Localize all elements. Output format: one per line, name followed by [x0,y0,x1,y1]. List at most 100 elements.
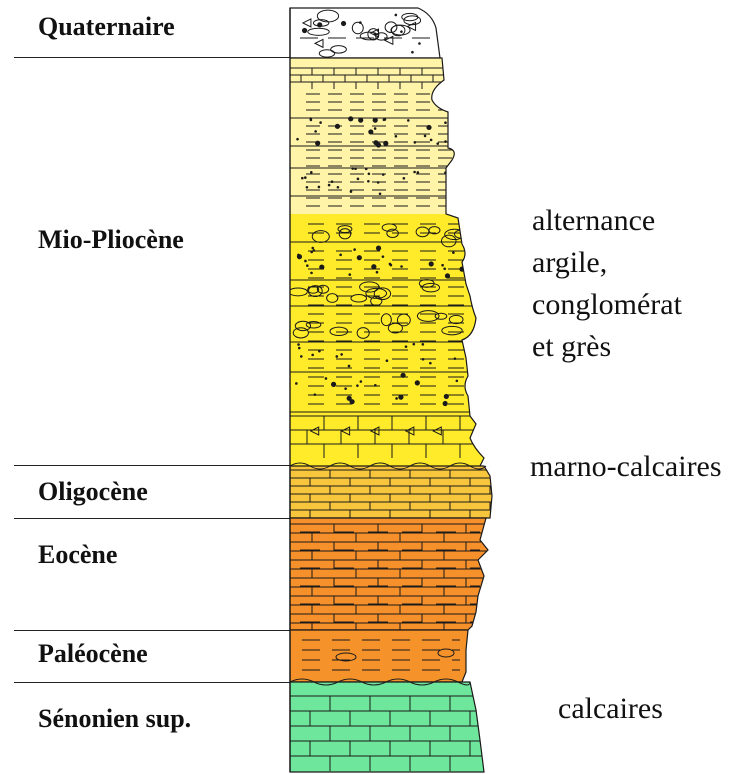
sand-grain [444,140,447,143]
sand-grain [383,141,388,146]
eocene-layer [290,518,488,630]
sand-grain [295,382,298,385]
sand-grain [318,186,321,189]
sand-grain [374,384,377,387]
sand-grain [350,190,353,193]
sand-grain [300,355,303,358]
sand-grain [472,30,477,35]
sand-grain [400,373,405,378]
sand-grain [348,273,351,276]
sand-grain [429,362,432,365]
sand-grain [311,354,314,357]
sand-grain [314,393,317,396]
sand-grain [348,365,351,368]
sand-grain [335,124,340,129]
sand-grain [454,357,457,360]
sand-grain [448,41,453,46]
sand-grain [400,30,403,33]
sand-grain [310,119,313,122]
sand-grain [296,138,299,141]
sand-grain [313,249,316,252]
sand-grain [444,394,449,399]
sand-grain [368,173,371,176]
sand-grain [395,397,398,400]
sand-grain [452,251,455,254]
sand-grain [467,180,470,183]
sand-grain [298,347,301,350]
sand-grain [473,376,476,379]
sand-grain [339,254,342,257]
sand-grain [379,192,382,195]
sand-grain [304,260,307,263]
sand-grain [348,116,353,121]
sand-grain [310,251,313,254]
sand-grain [443,268,446,271]
sand-grain [306,186,309,189]
sand-grain [472,133,477,138]
sand-grain [301,177,304,180]
sand-grain [357,178,360,181]
sand-grain [314,130,317,133]
sand-grain [382,255,385,258]
sand-grain [395,14,398,17]
sand-grain [456,380,459,383]
sand-grain [302,28,307,33]
sand-grain [367,180,370,183]
sand-grain [436,142,439,145]
sand-grain [297,343,300,346]
sand-grain [415,380,420,385]
sand-grain [325,377,328,380]
sand-grain [407,119,410,122]
sand-grain [441,264,444,267]
sand-grain [417,171,420,174]
sand-grain [341,21,346,26]
sand-grain [353,248,356,251]
sand-grain [337,186,340,189]
sand-grain [371,264,376,269]
sand-grain [310,171,313,174]
sand-grain [418,42,421,45]
sand-grain [347,396,352,401]
sand-grain [304,176,307,179]
sand-grain [414,141,417,144]
sand-grain [331,180,334,183]
sand-grain [448,167,451,170]
mio-pliocene-pale-layer [290,58,454,214]
sand-grain [360,380,363,383]
sand-grain [398,395,403,400]
sand-grain [426,125,431,130]
sand-grain [413,171,416,174]
sand-grain [356,384,359,387]
sand-grain [403,177,406,180]
sand-grain [445,273,450,278]
sand-grain [311,247,314,250]
sand-grain [443,401,448,406]
sand-grain [297,254,300,257]
sand-grain [317,22,322,27]
sand-grain [412,343,415,346]
sand-grain [422,358,425,361]
sand-grain [331,382,336,387]
sand-grain [319,264,324,269]
sand-grain [340,353,343,356]
sand-grain [389,263,392,266]
sand-grain [448,50,453,55]
sand-grain [457,169,460,172]
sand-grain [374,127,377,130]
sand-grain [386,359,389,362]
sand-grain [377,181,380,184]
sand-grain [306,264,309,267]
sand-grain [319,121,322,124]
sand-grain [383,118,386,121]
sand-grain [310,272,313,275]
sand-grain [368,129,373,134]
sand-grain [424,135,427,138]
sand-grain [315,141,320,146]
sand-grain [376,271,379,274]
sand-grain [357,255,362,260]
sand-grain [467,13,470,16]
sand-grain [382,173,385,176]
sand-grain [446,31,449,34]
sand-grain [395,135,398,138]
